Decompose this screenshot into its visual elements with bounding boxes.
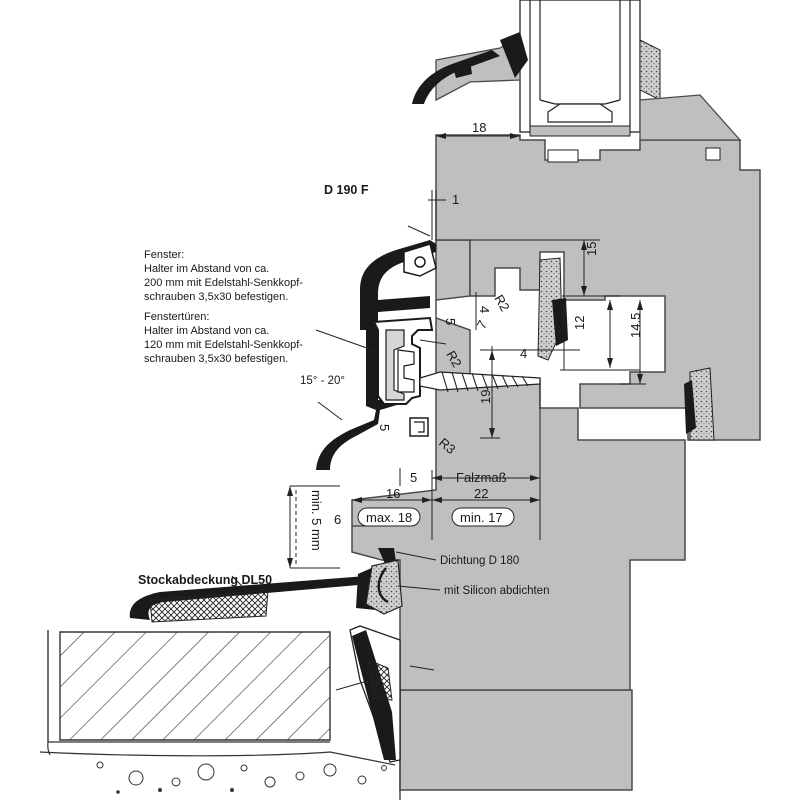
dim-5a: 5 bbox=[443, 318, 458, 325]
dim-5b: 5 bbox=[377, 424, 392, 431]
dim-18-top: 18 bbox=[472, 120, 486, 135]
dim-19: 19 bbox=[478, 390, 493, 404]
dimension-arrows bbox=[287, 133, 643, 568]
masonry-sill bbox=[47, 630, 401, 776]
glazing bbox=[435, 0, 742, 163]
door-line3: schrauben 3,5x30 befestigen. bbox=[144, 353, 288, 365]
dimension-lines bbox=[231, 135, 646, 691]
window-line3: schrauben 3,5x30 befestigen. bbox=[144, 291, 288, 303]
dim-6: 6 bbox=[334, 512, 341, 527]
dim-5c: 5 bbox=[410, 470, 417, 485]
annotation-labels: D 190 F Fenster: Halter im Abstand von c… bbox=[138, 183, 549, 597]
silicone-label: mit Silicon abdichten bbox=[444, 585, 549, 597]
door-line1: Halter im Abstand von ca. bbox=[144, 325, 269, 337]
profile-name-label: D 190 F bbox=[324, 183, 369, 197]
lower-seal-d180 bbox=[365, 548, 403, 615]
dim-r2a: R2 bbox=[491, 292, 512, 314]
dim-16: 16 bbox=[386, 486, 400, 501]
window-line2: 200 mm mit Edelstahl-Senkkopf- bbox=[144, 277, 303, 289]
min-gap-label: min. 5 mm bbox=[309, 490, 324, 551]
dim-1: 1 bbox=[452, 192, 459, 207]
angle-label: 15° - 20° bbox=[300, 375, 345, 387]
dim-22: 22 bbox=[474, 486, 488, 501]
dimension-values: 18 1 15 4 7 R2 5 12 14.5 R2 4 19 5 R3 5 … bbox=[334, 120, 643, 527]
dim-max18: max. 18 bbox=[366, 510, 412, 525]
dim-14-5: 14.5 bbox=[628, 313, 643, 338]
drip-profile-top bbox=[412, 50, 500, 104]
dim-4a: 4 bbox=[477, 306, 492, 313]
profile-d190f bbox=[316, 240, 437, 470]
seal-label: Dichtung D 180 bbox=[440, 555, 519, 567]
door-line2: 120 mm mit Edelstahl-Senkkopf- bbox=[144, 339, 303, 351]
dim-r2b: R2 bbox=[443, 348, 464, 370]
dim-4b: 4 bbox=[520, 346, 527, 361]
dim-falzmass: Falzmaß bbox=[456, 470, 507, 485]
frame-lower bbox=[399, 689, 633, 800]
screed-layer bbox=[39, 751, 400, 800]
max-badge bbox=[357, 507, 421, 527]
window-heading: Fenster: bbox=[144, 249, 184, 261]
lower-threshold bbox=[349, 625, 401, 763]
window-line1: Halter im Abstand von ca. bbox=[144, 263, 269, 275]
door-heading: Fenstertüren: bbox=[144, 311, 209, 323]
sill-cover-label: Stockabdeckung DL50 bbox=[138, 573, 272, 587]
dim-min17: min. 17 bbox=[460, 510, 503, 525]
dim-15: 15 bbox=[584, 242, 599, 256]
min-badge bbox=[451, 507, 515, 527]
dim-12: 12 bbox=[572, 316, 587, 330]
